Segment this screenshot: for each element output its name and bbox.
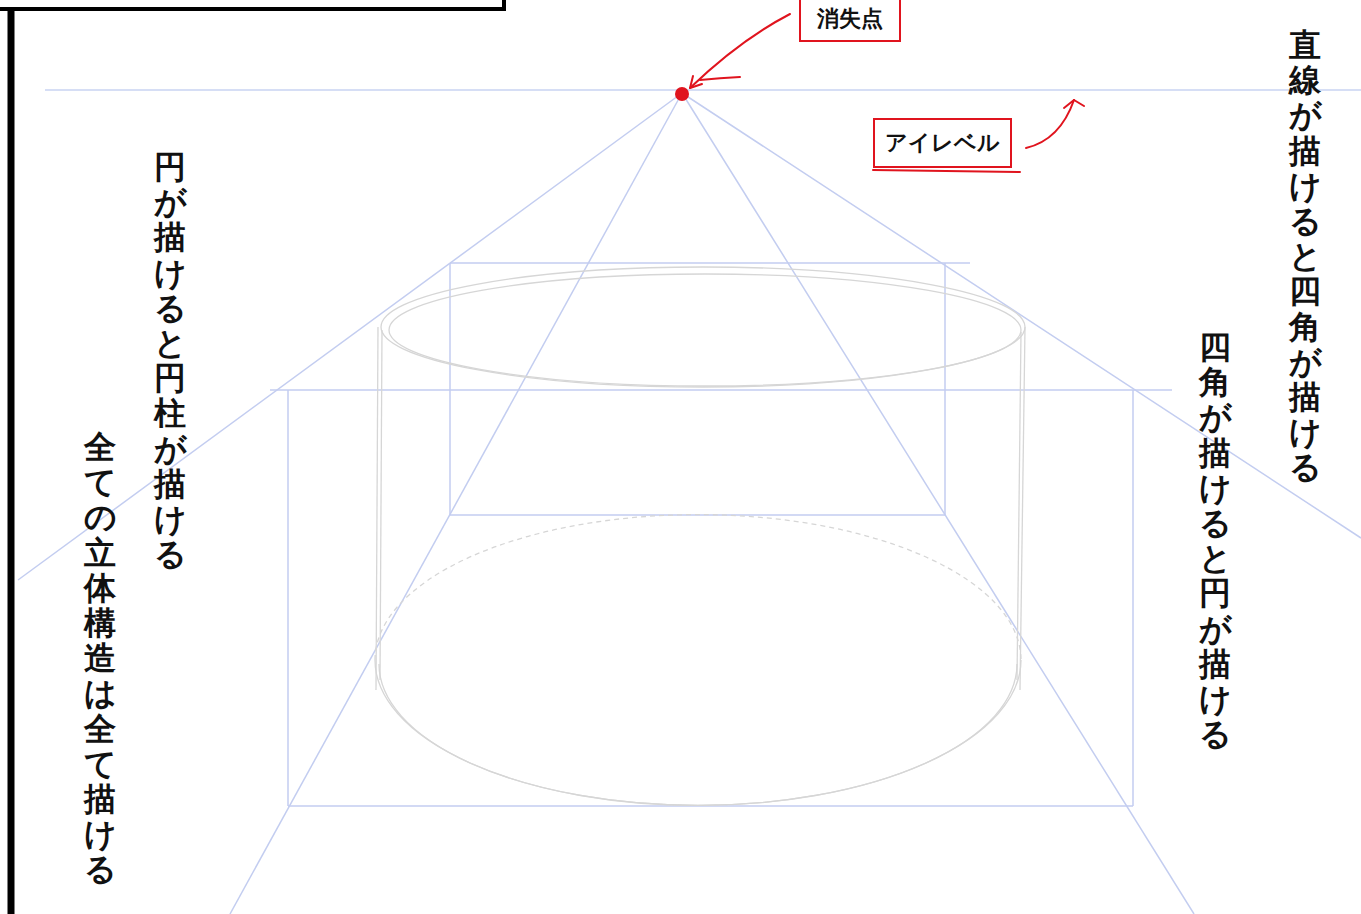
eye-level-line [45,89,1361,91]
cylinder-sketch [375,267,1025,805]
vertical-caption: 全ての立体構造は全て描ける [84,430,116,887]
callout-box: アイレベル [873,118,1012,168]
vertical-caption: 直線が描けると四角が描ける [1289,28,1321,485]
leader-lines [690,14,1084,172]
vertical-caption: 円が描けると円柱が描ける [154,150,186,572]
vanishing-point [675,87,689,101]
page-frame [0,0,506,914]
callout-box: 消失点 [799,0,901,42]
callout-label: 消失点 [817,4,883,34]
box-wireframe [270,263,1172,806]
vertical-caption: 四角が描けると円が描ける [1199,330,1231,752]
perspective-lines [18,93,1361,914]
callout-label: アイレベル [885,128,1000,158]
